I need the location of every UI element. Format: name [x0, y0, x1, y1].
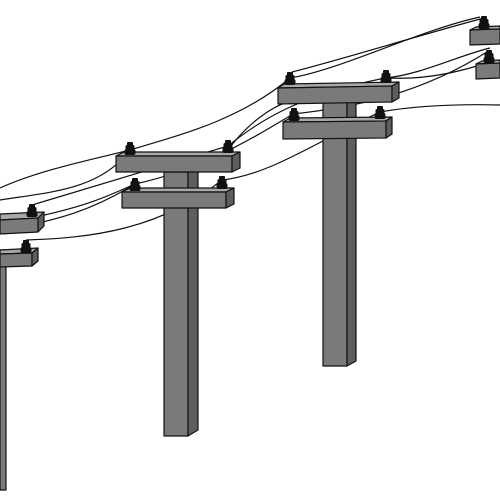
insulator-icon: [284, 72, 296, 85]
crossarm-upper-left: [0, 211, 45, 235]
insulator-icon: [288, 108, 300, 121]
power-wires: [0, 16, 500, 241]
utility-pole-icon: [0, 249, 7, 491]
insulator-icon: [374, 106, 386, 119]
insulator-icon: [129, 178, 141, 191]
utility-pole-second: [115, 140, 241, 437]
crossarm-upper-second: [115, 151, 241, 173]
wire-top-back: [0, 149, 131, 201]
crossarm-upper-third: [277, 81, 400, 105]
insulator-icon: [222, 140, 234, 153]
wire-top-right: [291, 17, 485, 73]
crossarm-lower-left: [0, 247, 39, 268]
crossarm-lower-second: [121, 187, 235, 209]
utility-pole-third: [277, 70, 400, 367]
insulator-icon: [380, 70, 392, 83]
utility-pole-left: [0, 204, 45, 491]
wire-top-front: [0, 16, 481, 189]
wire-lower-b: [25, 104, 500, 241]
insulator-icon: [26, 204, 38, 217]
insulator-icon: [478, 16, 490, 29]
insulator-icon: [124, 142, 136, 155]
wire-top-mid: [31, 47, 491, 206]
wire-lower-front: [39, 183, 136, 217]
crossarm-lower-third: [282, 116, 393, 140]
insulator-icon: [483, 50, 495, 63]
insulator-icon: [20, 240, 32, 253]
utility-pole-right: [469, 16, 500, 80]
insulator-icon: [216, 176, 228, 189]
